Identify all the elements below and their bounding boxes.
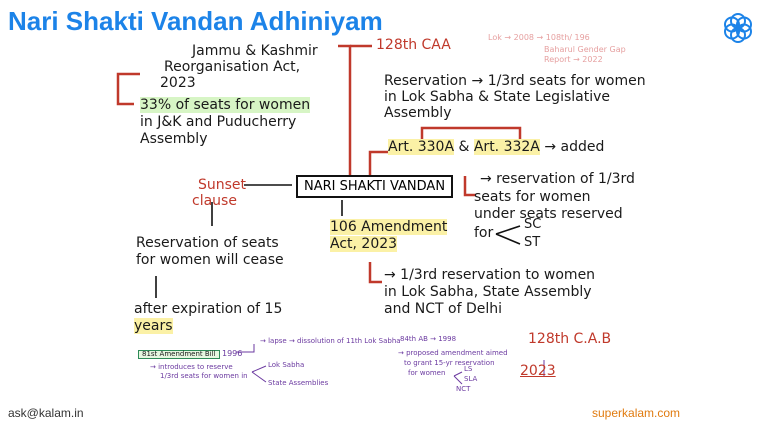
top-note-line1: Lok → 2008 → 108th/ 196 — [488, 33, 590, 42]
center-title-box: NARI SHAKTI VANDAN — [296, 175, 454, 198]
top-note-line3: Report → 2022 — [544, 55, 603, 64]
articles-line: Art. 330A & Art. 332A → added — [388, 139, 605, 155]
cab-year: 2023 — [520, 363, 556, 379]
reservation-line2: in Lok Sabha & State Legislative — [384, 89, 611, 105]
caa-128-label: 128th CAA — [376, 37, 451, 53]
nct-note: NCT — [456, 385, 471, 393]
footer-email: ask@kalam.in — [8, 406, 84, 420]
jk-act-line1: Jammu & Kashmir — [192, 43, 318, 59]
third-line1: → 1/3rd reservation to women — [384, 267, 596, 283]
proposal-line2: to grant 15-yr reservation — [404, 359, 495, 367]
sc-st-line2: seats for women — [474, 189, 591, 205]
intro-line2: 1/3rd seats for women in — [160, 372, 248, 380]
jk-act-line3: 2023 — [160, 75, 196, 91]
top-note-line2: Baharul Gender Gap — [544, 45, 626, 54]
intro-line1: → introduces to reserve — [150, 363, 233, 371]
sc-st-for: for — [474, 225, 494, 241]
third-line3: and NCT of Delhi — [384, 301, 503, 317]
ab84-note: 84th AB → 1998 — [400, 335, 457, 343]
state-assemblies-note: State Assemblies — [268, 379, 329, 387]
footer-website: superkalam.com — [592, 406, 681, 420]
seats-33-line1: 33% of seats for women — [140, 97, 311, 113]
lok-sabha-note: Lok Sabha — [268, 361, 305, 369]
amend106-line1: 106 Amendment — [330, 219, 448, 235]
reservation-line1: Reservation → 1/3rd seats for women — [384, 73, 646, 89]
proposal-line3: for women — [408, 369, 446, 377]
seats-33-line2: in J&K and Puducherry — [140, 114, 297, 130]
sla-note: SLA — [464, 375, 478, 383]
proposal-line1: → proposed amendment aimed — [398, 349, 508, 357]
expiry-line2: years — [134, 318, 173, 334]
cease-line2: for women will cease — [136, 252, 284, 268]
year-1996: 1996 — [222, 349, 243, 358]
ls-note: LS — [464, 365, 473, 373]
lapse-note: → lapse → dissolution of 11th Lok Sabha — [260, 337, 401, 345]
sunset-line1: Sunset — [198, 177, 247, 193]
jk-act-line2: Reorganisation Act, — [164, 59, 301, 75]
amend81-label: 81st Amendment Bill — [138, 350, 220, 360]
sc-st-line1: → reservation of 1/3rd — [480, 171, 635, 187]
cease-line1: Reservation of seats — [136, 235, 279, 251]
cab-label: 128th C.A.B — [528, 331, 612, 347]
reservation-line3: Assembly — [384, 105, 452, 121]
sunset-line2: clause — [192, 193, 237, 209]
flower-logo-icon — [724, 13, 752, 43]
amend106-line2: Act, 2023 — [330, 236, 398, 252]
sc-label: SC — [524, 217, 542, 232]
page-title: Nari Shakti Vandan Adhiniyam — [8, 6, 383, 36]
third-line2: in Lok Sabha, State Assembly — [384, 284, 592, 300]
sc-st-line3: under seats reserved — [474, 206, 623, 222]
expiry-line1: after expiration of 15 — [134, 301, 283, 317]
seats-33-line3: Assembly — [140, 131, 208, 147]
st-label: ST — [524, 235, 541, 250]
